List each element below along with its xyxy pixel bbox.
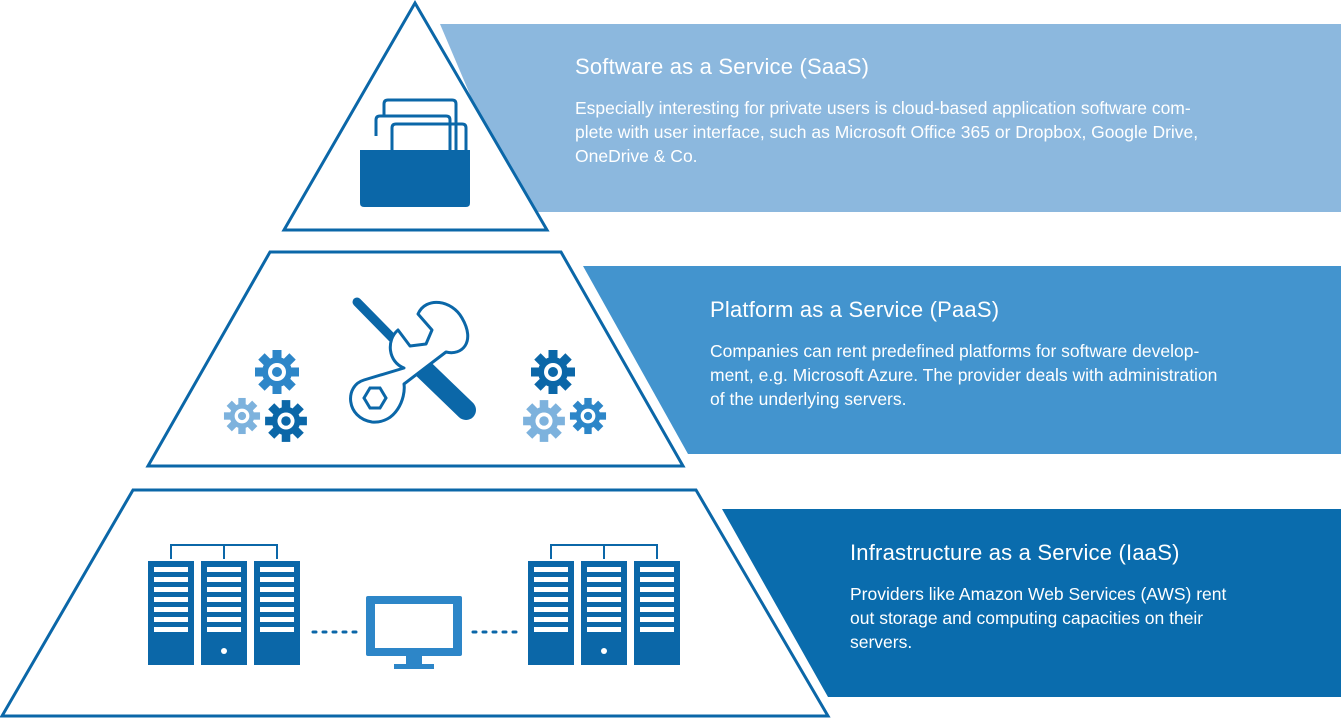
monitor-icon (366, 596, 462, 669)
paas-text-block: Platform as a Service (PaaS) Companies c… (710, 297, 1325, 411)
folder-icon (360, 98, 470, 207)
gear-icon (531, 350, 575, 394)
paas-band (583, 266, 1341, 454)
server-rack-icon (528, 544, 680, 665)
gear-icon (265, 400, 307, 442)
iaas-description: Providers like Amazon Web Services (AWS)… (850, 584, 1227, 653)
iaas-title: Infrastructure as a Service (IaaS) (850, 540, 1180, 565)
paas-description: Companies can rent predefined platforms … (710, 341, 1218, 410)
paas-title: Platform as a Service (PaaS) (710, 297, 1000, 322)
gear-icon (523, 400, 565, 442)
saas-band (440, 24, 1341, 212)
gear-icon (569, 397, 607, 435)
server-rack-icon (148, 544, 300, 665)
saas-title: Software as a Service (SaaS) (575, 54, 870, 79)
saas-description: Especially interesting for private users… (575, 98, 1199, 167)
wrench-icon (349, 300, 470, 424)
gear-icon (223, 397, 261, 435)
iaas-band (722, 509, 1341, 697)
saas-text-block: Software as a Service (SaaS) Especially … (575, 54, 1315, 168)
gear-icon (255, 350, 299, 394)
iaas-text-block: Infrastructure as a Service (IaaS) Provi… (850, 540, 1320, 654)
